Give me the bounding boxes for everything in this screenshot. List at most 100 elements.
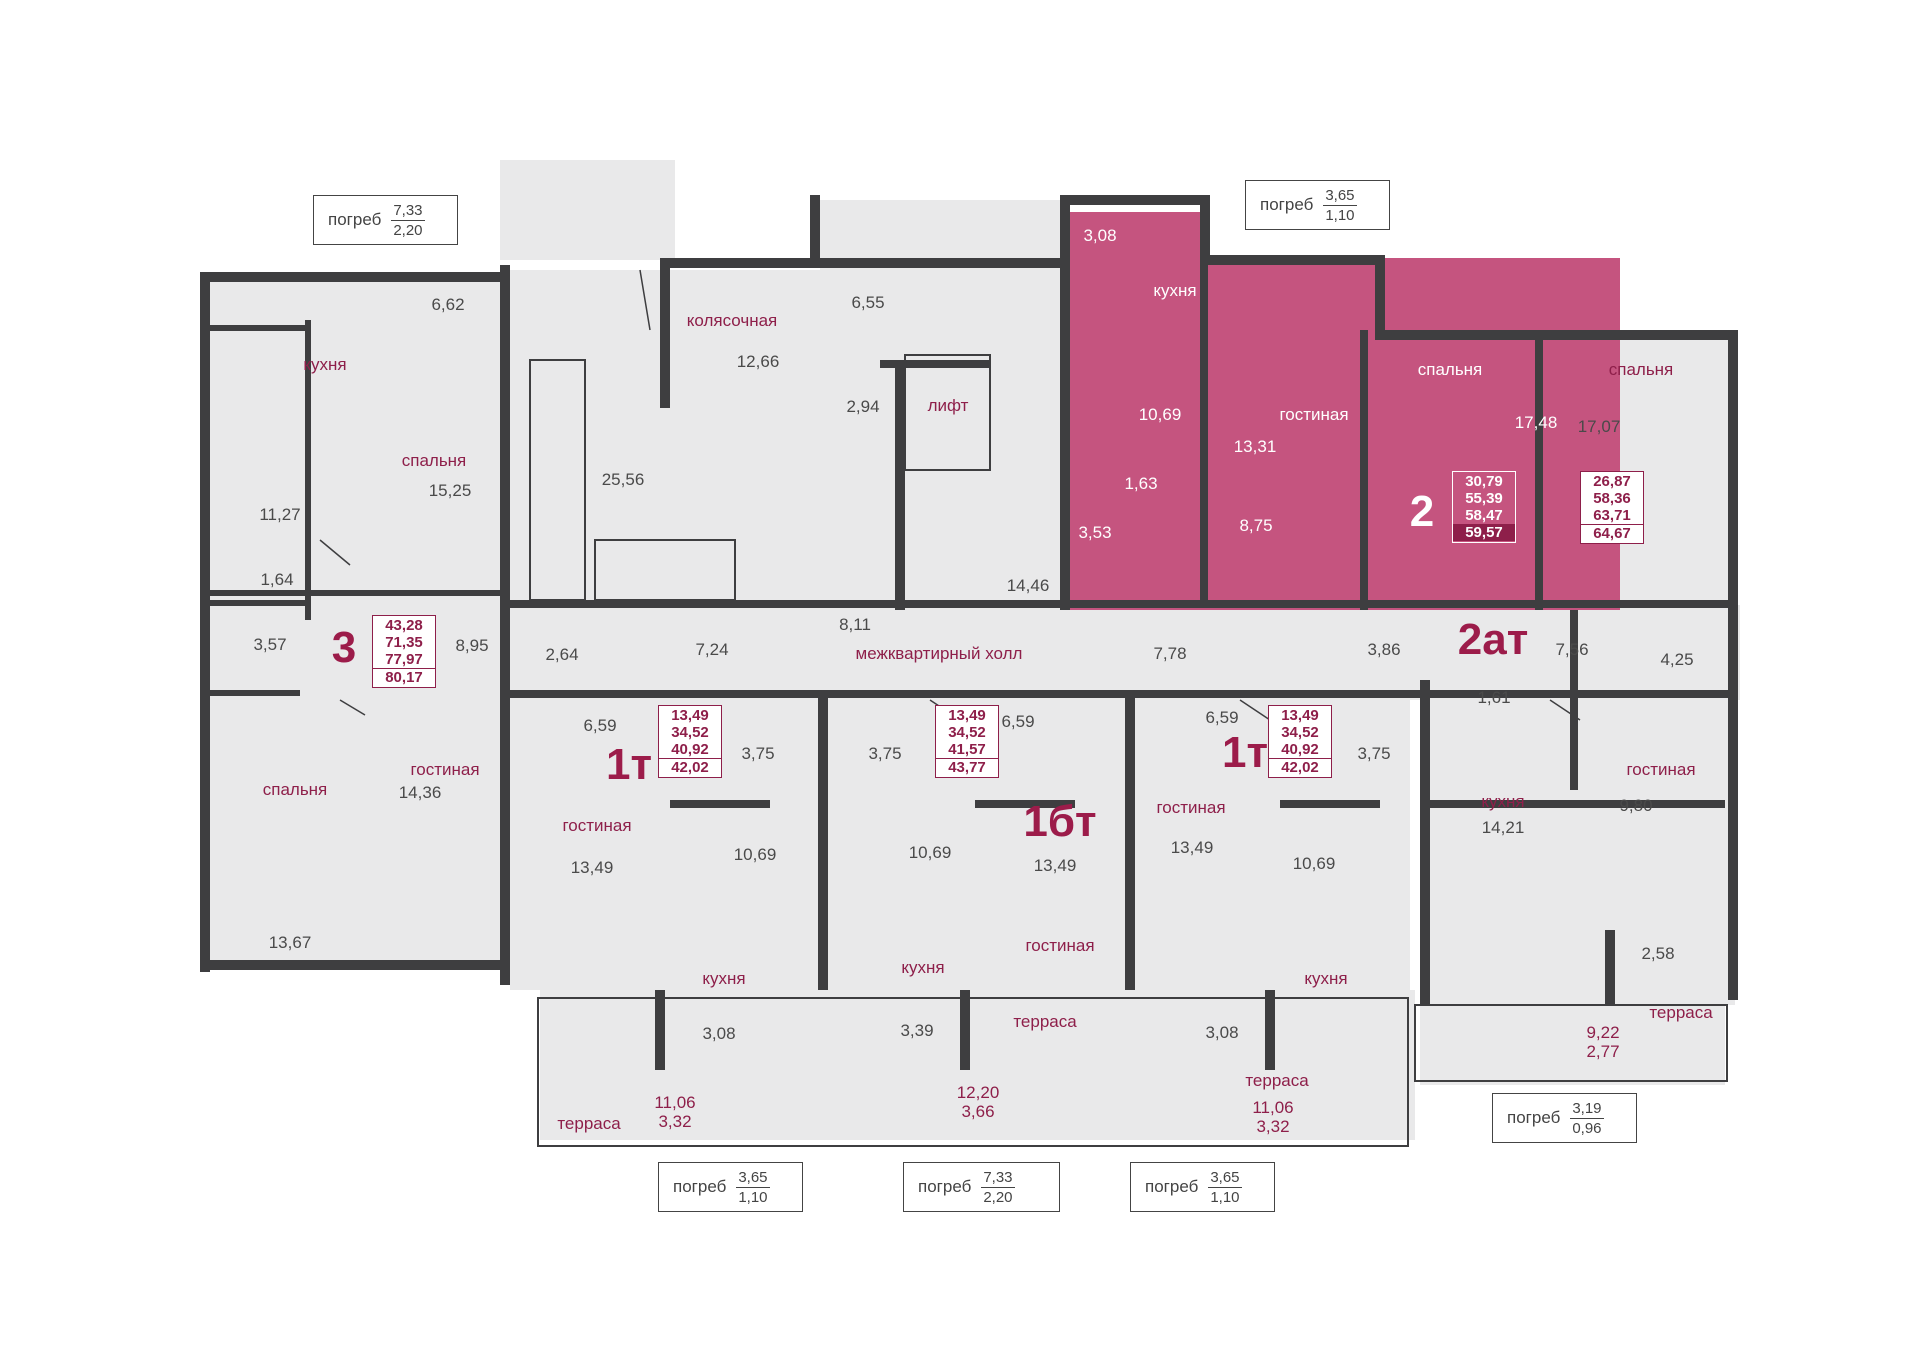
room-area: 3,66 <box>961 1102 995 1121</box>
room-area: 17,48 <box>1514 413 1558 432</box>
room-area: 7,56 <box>1555 640 1589 659</box>
cellar-label: погреб <box>1260 195 1314 214</box>
room-area: 9,22 <box>1586 1023 1620 1042</box>
room-area: 6,62 <box>431 295 465 314</box>
cellar-label: погреб <box>673 1177 727 1196</box>
room-area: 6,59 <box>583 716 617 735</box>
unit-area-box: 13,49 34,52 40,92 42,02 <box>1268 705 1332 778</box>
room-area: 2,77 <box>1586 1042 1620 1061</box>
room-label: кухня <box>702 969 746 988</box>
room-area: 14,46 <box>1006 576 1050 595</box>
walls <box>200 195 1738 1070</box>
unit-code: 2ат <box>1457 615 1529 664</box>
room-label: кухня <box>303 355 347 374</box>
unit-code: 1т <box>1221 728 1269 777</box>
room-area: 11,27 <box>259 505 301 524</box>
room-area: 10,69 <box>733 845 777 864</box>
room-label: кухня <box>1153 281 1197 300</box>
area-full: 42,02 <box>659 758 721 776</box>
cellar-volume: 1,10 <box>1325 206 1355 224</box>
room-area: 3,75 <box>868 744 902 763</box>
unit-area-box: 26,87 58,36 63,71 64,67 <box>1580 471 1644 544</box>
room-label: терраса <box>1649 1003 1713 1022</box>
room-area: 7,24 <box>695 640 729 659</box>
room-area: 13,49 <box>1170 838 1214 857</box>
room-area: 12,66 <box>736 352 780 371</box>
room-label: кухня <box>1481 792 1525 811</box>
cellar-label: погреб <box>918 1177 972 1196</box>
cellar-label: погреб <box>1507 1108 1561 1127</box>
cellar-volume: 1,10 <box>1210 1188 1240 1206</box>
cellar-volume: 2,20 <box>393 221 423 239</box>
room-area: 2,64 <box>545 645 579 664</box>
area-total: 71,35 <box>385 634 423 651</box>
room-area: 3,75 <box>741 744 775 763</box>
area-full: 64,67 <box>1581 524 1643 542</box>
unit-code: 1бт <box>1023 797 1097 846</box>
area-living: 13,49 <box>1281 707 1319 724</box>
area-full: 42,02 <box>1269 758 1331 776</box>
room-label: колясочная <box>686 311 778 330</box>
room-area: 1,64 <box>260 570 294 589</box>
unit-area-box: 30,79 55,39 58,47 59,57 <box>1452 471 1516 543</box>
staircase <box>529 354 991 601</box>
room-area: 11,06 <box>654 1093 696 1112</box>
area-total: 34,52 <box>671 724 709 741</box>
room-area: 7,78 <box>1153 644 1187 663</box>
area-with-balcony: 58,47 <box>1465 507 1503 524</box>
room-area: 13,49 <box>570 858 614 877</box>
room-area: 1,63 <box>1124 474 1158 493</box>
area-with-balcony: 41,57 <box>948 741 986 758</box>
cellar-area: 7,33 <box>981 1168 1015 1188</box>
room-label: спальня <box>401 451 467 470</box>
cellar-volume: 1,10 <box>738 1188 768 1206</box>
area-full: 43,77 <box>936 758 998 776</box>
room-label: кухня <box>901 958 945 977</box>
room-label: гостиная <box>1279 405 1349 424</box>
area-living: 13,49 <box>948 707 986 724</box>
room-label: терраса <box>557 1114 621 1133</box>
room-area: 3,08 <box>1205 1023 1239 1042</box>
unit-area-box: 13,49 34,52 40,92 42,02 <box>658 705 722 778</box>
room-area: 10,69 <box>1138 405 1182 424</box>
room-label: гостиная <box>562 816 632 835</box>
room-area: 3,86 <box>1367 640 1401 659</box>
room-label: лифт <box>927 396 969 415</box>
room-label: терраса <box>1245 1071 1309 1090</box>
cellar-area: 3,19 <box>1570 1099 1604 1119</box>
room-area: 15,25 <box>428 481 472 500</box>
room-area: 14,21 <box>1481 818 1525 837</box>
unit-code: 1т <box>605 740 653 789</box>
room-area: 6,59 <box>1205 708 1239 727</box>
room-area: 8,95 <box>455 636 489 655</box>
room-label: спальня <box>1608 360 1674 379</box>
cellar-area: 3,65 <box>1208 1168 1242 1188</box>
room-area: 8,11 <box>839 615 871 634</box>
cellar-label: погреб <box>328 210 382 229</box>
room-area: 2,58 <box>1641 944 1675 963</box>
unit-code: 3 <box>331 623 357 672</box>
room-area: 11,06 <box>1252 1098 1294 1117</box>
area-total: 34,52 <box>948 724 986 741</box>
room-label: терраса <box>1013 1012 1077 1031</box>
room-area: 3,08 <box>702 1024 736 1043</box>
area-living: 26,87 <box>1593 473 1631 490</box>
room-label: межквартирный холл <box>855 644 1023 663</box>
area-total: 55,39 <box>1465 490 1503 507</box>
room-area: 14,36 <box>398 783 442 802</box>
unit-area-box: 43,28 71,35 77,97 80,17 <box>372 615 436 688</box>
area-full: 80,17 <box>373 668 435 686</box>
area-living: 13,49 <box>671 707 709 724</box>
room-area: 9,80 <box>1619 796 1653 815</box>
room-area: 17,07 <box>1577 417 1621 436</box>
terrace-outline <box>537 997 1728 1147</box>
room-label: спальня <box>1417 360 1483 379</box>
area-with-balcony: 77,97 <box>385 651 423 668</box>
room-label: гостиная <box>410 760 480 779</box>
room-area: 3,08 <box>1083 226 1117 245</box>
unit-code: 2 <box>1409 487 1435 536</box>
